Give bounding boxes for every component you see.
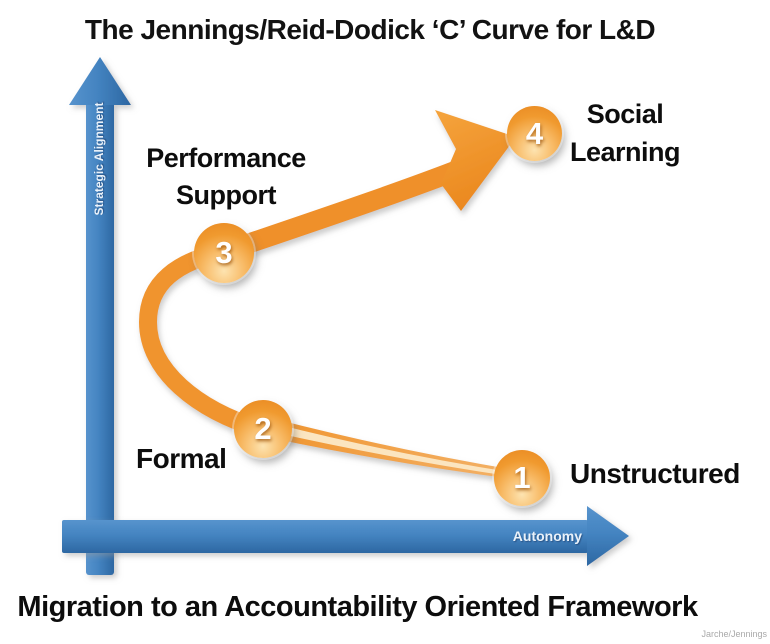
stage-label-unstructured: Unstructured (570, 458, 740, 489)
y-axis-label: Strategic Alignment (92, 102, 106, 216)
stage-node-3: 3 (194, 223, 254, 283)
x-axis-label: Autonomy (512, 528, 582, 544)
stage-node-1-number: 1 (513, 460, 531, 495)
bottom-caption: Migration to an Accountability Oriented … (17, 591, 698, 623)
stage-node-3-number: 3 (215, 235, 233, 270)
y-axis-arrow (69, 57, 131, 575)
curve-arrowhead (435, 110, 516, 211)
stage-label-formal: Formal (136, 443, 227, 474)
stage-label-social-learning: Social Learning (569, 99, 681, 167)
watermark: Jarche/Jennings (701, 629, 767, 639)
curve-segment-1-2-highlight (270, 423, 519, 478)
curve-segment-2-3 (138, 242, 266, 439)
stage-node-2-number: 2 (254, 411, 272, 446)
x-axis-arrow (62, 506, 629, 566)
curve-segment-3-4 (220, 161, 459, 262)
stage-node-4-number: 4 (525, 115, 544, 151)
stage-node-1: 1 (494, 450, 550, 506)
stage-label-performance-support: Performance Support (146, 143, 306, 210)
c-curve (138, 110, 521, 480)
stage-node-2: 2 (234, 400, 292, 458)
page-title: The Jennings/Reid-Dodick ‘C’ Curve for L… (84, 14, 656, 45)
stage-node-4: 4 (507, 106, 562, 161)
